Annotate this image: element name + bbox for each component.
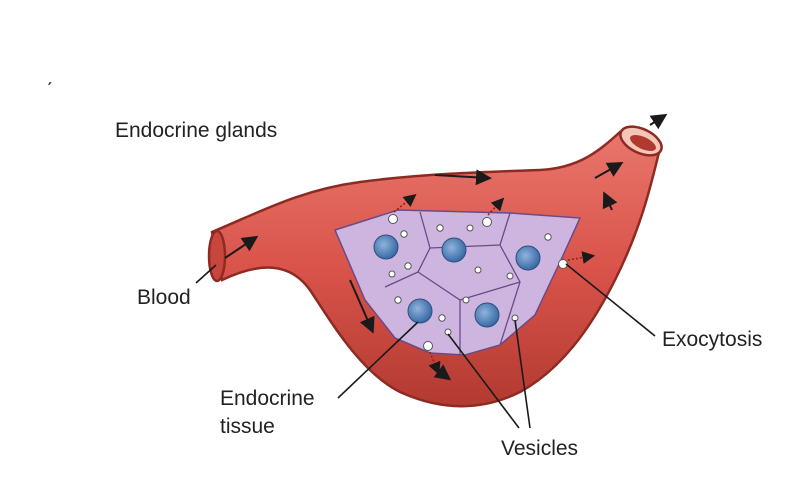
vessel-left-end — [207, 229, 227, 283]
label-endocrine-tissue-line2: tissue — [220, 415, 275, 438]
vessel-lumen — [630, 134, 656, 152]
label-leader-lines — [195, 263, 656, 429]
label-exocytosis: Exocytosis — [662, 328, 763, 351]
diagram-title: Endocrine glands — [115, 119, 278, 142]
cell-nuclei — [373, 234, 541, 328]
label-endocrine-tissue-line1: Endocrine — [220, 387, 315, 410]
stray-mark: ˏ — [46, 64, 53, 86]
vesicles — [388, 214, 568, 351]
blood-flow-arrows — [224, 113, 668, 381]
label-vesicles: Vesicles — [501, 437, 579, 460]
secretion-arrows — [393, 194, 596, 375]
label-blood: Blood — [137, 286, 191, 309]
